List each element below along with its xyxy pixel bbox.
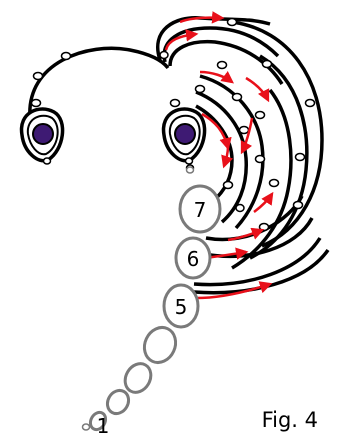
ring-label-five: 5 [175,295,188,319]
picot-loop-icon [270,180,279,187]
picot-loop-icon [240,127,249,134]
purple-bead-icon [175,124,195,144]
picot-loop-icon [44,158,51,164]
right-eye [164,109,205,161]
ring-four [139,322,181,367]
ring-label-seven: 7 [194,198,207,222]
picot-loop-icon [186,158,193,164]
picot-loop-icon [196,86,205,93]
picot-loop-icon [294,202,303,209]
picot-loop-icon [263,61,272,68]
picot-loop-icon [256,112,265,119]
ring-label-one: 1 [97,414,110,437]
picot-loop-icon [233,94,242,101]
picot-loop-icon [187,167,194,173]
purple-bead-icon [33,124,53,144]
picot-loop-icon [218,62,227,69]
picot-loop-icon [224,182,233,189]
picot-loop-icon [32,100,41,107]
body-rings [87,186,220,432]
picot-loop-icon [306,100,315,107]
ring-label-six: 6 [187,247,200,271]
picot-loop-icon [62,53,71,60]
picot-loop-icon [256,156,265,163]
picot-loop-icon [34,73,43,80]
head-dome-arc [30,48,168,118]
chain-arc-low-2 [204,218,312,256]
picot-loop-icon [236,205,244,212]
red-arrow-icon [224,146,228,166]
left-eye [22,109,63,161]
picot-loop-icon [296,154,305,161]
picot-loop-icon [228,19,237,26]
red-arrow-icon [242,118,252,152]
picot-loop-icon [160,52,168,59]
head-dome-inner [44,63,130,108]
figure-caption: Fig. 4 [262,408,318,432]
picot-loop-icon [171,100,180,107]
picot-loop-icon [83,424,90,430]
red-arrow-icon [246,78,268,100]
chain-arc-low-3 [194,238,320,285]
